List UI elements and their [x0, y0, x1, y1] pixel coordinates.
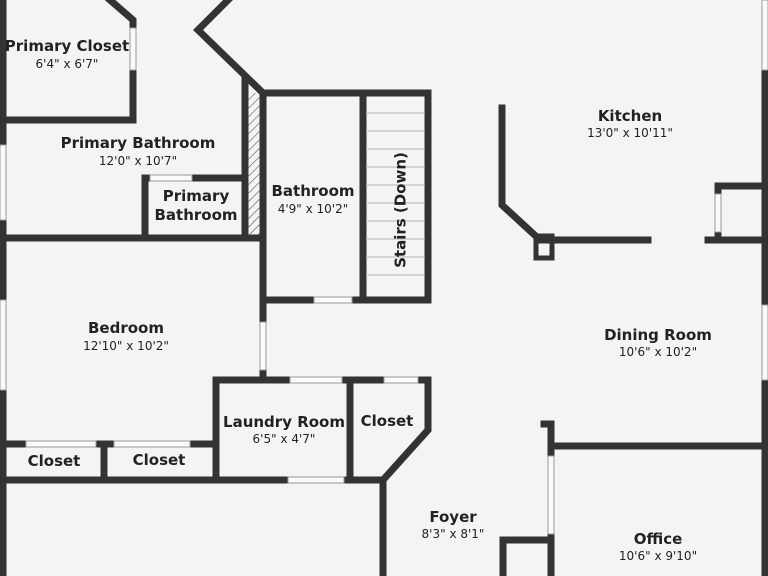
dims-bedroom: 12'10" x 10'2"	[83, 339, 169, 353]
dims-kitchen: 13'0" x 10'11"	[587, 126, 673, 140]
kitchen-post	[533, 233, 555, 261]
window-closet-2	[113, 440, 191, 448]
window-primary-closet	[129, 27, 137, 71]
windows	[0, 0, 768, 535]
dims-primary-closet: 6'4" x 6'7"	[36, 57, 99, 71]
label-kitchen: Kitchen	[598, 107, 662, 125]
window-left-top	[0, 144, 7, 221]
window-left-bedroom	[0, 299, 7, 391]
dims-primary-bathroom: 12'0" x 10'7"	[99, 154, 177, 168]
label-bedroom: Bedroom	[88, 319, 164, 337]
label-laundry-room: Laundry Room	[223, 413, 345, 431]
label-dining-room: Dining Room	[604, 326, 712, 344]
wall-kitchen-counter	[498, 104, 652, 244]
label-bathroom: Bathroom	[271, 182, 354, 200]
window-laundry-bottom	[287, 476, 345, 484]
window-right-dining	[761, 304, 768, 381]
label-foyer: Foyer	[429, 508, 477, 526]
wall-office-inner	[499, 536, 555, 576]
label-primary-closet: Primary Closet	[5, 37, 129, 55]
label-closet-left-2: Closet	[133, 451, 186, 469]
wall-office-top	[540, 420, 768, 450]
label-stairs: Stairs (Down)	[392, 152, 410, 268]
dims-dining-room: 10'6" x 10'2"	[619, 345, 697, 359]
label-closet-left-1: Closet	[28, 452, 81, 470]
window-bedroom-door	[259, 321, 267, 371]
stairs-treads	[366, 112, 425, 276]
dims-foyer: 8'3" x 8'1"	[422, 527, 485, 541]
label-office: Office	[634, 530, 683, 548]
window-primary-bath-small	[149, 174, 193, 182]
window-bathroom-bottom	[313, 296, 353, 304]
window-closet-top	[383, 376, 419, 384]
label-primary-bathroom: Primary Bathroom	[61, 134, 216, 152]
window-office-door	[547, 455, 555, 535]
wall-primary-bath-small	[141, 174, 249, 242]
dims-office: 10'6" x 9'10"	[619, 549, 697, 563]
dims-laundry-room: 6'5" x 4'7"	[253, 432, 316, 446]
dims-bathroom: 4'9" x 10'2"	[278, 202, 349, 216]
window-laundry-top	[289, 376, 343, 384]
wall-diagonal-top	[193, 0, 432, 97]
hatched-chase	[248, 93, 260, 235]
label-primary-bathroom-small-2: Bathroom	[154, 206, 237, 224]
label-primary-bathroom-small-1: Primary	[163, 187, 230, 205]
wall-closet-right	[379, 376, 432, 576]
window-closet-1	[25, 440, 97, 448]
label-closet-laundry: Closet	[361, 412, 414, 430]
window-right-top	[761, 0, 768, 71]
window-kitchen-right	[714, 193, 722, 233]
